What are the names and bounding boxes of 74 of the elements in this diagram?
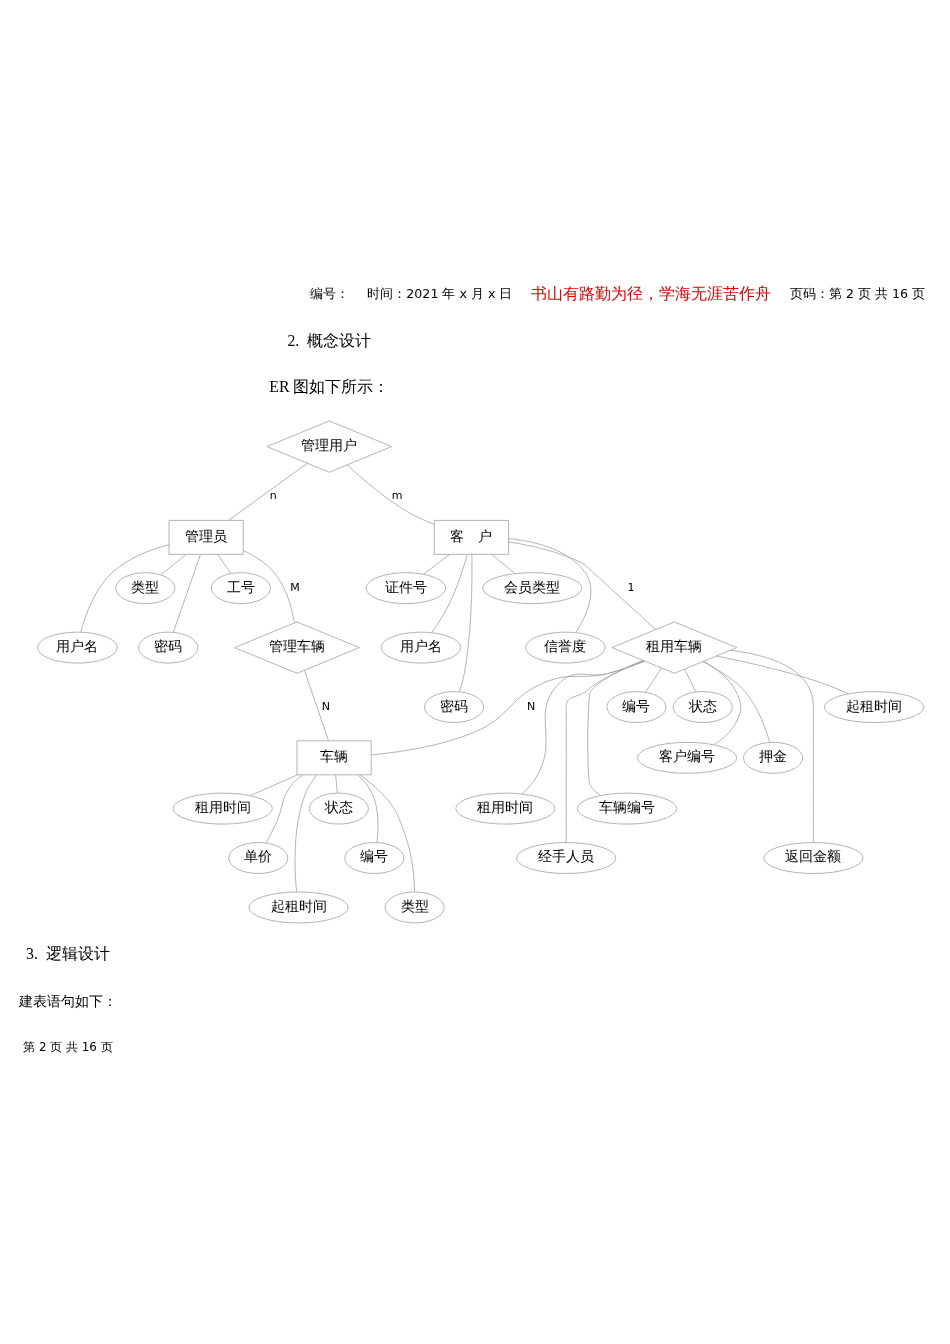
connector (346, 464, 435, 525)
node-box: 管理员 (168, 520, 244, 555)
node-ellipse: 起租时间 (248, 891, 349, 924)
edge-label: N (526, 699, 536, 713)
connector (715, 655, 849, 694)
node-box: 车辆 (296, 740, 372, 776)
connector (431, 554, 468, 633)
node-ellipse: 经手人员 (516, 842, 617, 874)
node-ellipse: 车辆编号 (576, 792, 678, 825)
connector (80, 544, 170, 633)
node-diamond: 租用车辆 (611, 621, 738, 674)
connector (265, 774, 303, 844)
node-ellipse: 起租时间 (824, 691, 925, 723)
connector (294, 774, 318, 893)
node-box: 客 户 (433, 520, 509, 555)
edge-label: M (290, 581, 300, 595)
label: 建表语句如下： (18, 992, 117, 1009)
connector (250, 774, 298, 796)
node-ellipse: 租用时间 (172, 792, 273, 825)
node-ellipse: 密码 (138, 631, 199, 664)
label: 书山有路勤为径，学海无涯苦作舟 (531, 285, 772, 303)
connector (423, 554, 451, 575)
connector (242, 550, 295, 624)
node-ellipse: 状态 (672, 691, 733, 723)
edge-label: N (321, 699, 330, 713)
node-ellipse: 单价 (228, 842, 289, 874)
connector (359, 774, 415, 893)
node-ellipse: 类型 (384, 891, 445, 924)
node-ellipse: 返回金额 (763, 842, 864, 874)
label: 3. 逻辑设计 (26, 945, 110, 963)
connector (491, 554, 516, 574)
connector (335, 774, 338, 794)
node-ellipse: 押金 (743, 741, 804, 774)
connector (508, 538, 592, 633)
connector (217, 554, 232, 574)
connector (587, 660, 644, 796)
connector (565, 660, 644, 843)
node-ellipse: 编号 (606, 691, 667, 723)
connector (160, 554, 187, 576)
node-ellipse: 工号 (210, 572, 271, 605)
connector (702, 661, 771, 743)
node-ellipse: 客户编号 (636, 741, 738, 774)
connector (703, 660, 742, 745)
connector (730, 649, 814, 843)
connector (304, 670, 329, 742)
label: ER 图如下所示： (269, 378, 390, 396)
connector (172, 554, 201, 633)
node-ellipse: 类型 (115, 572, 176, 605)
node-ellipse: 租用时间 (455, 792, 556, 825)
label: 页码：第 2 页 共 16 页 (789, 286, 926, 302)
connector (459, 554, 473, 693)
node-ellipse: 密码 (424, 691, 485, 723)
node-ellipse: 用户名 (380, 631, 462, 664)
node-ellipse: 用户名 (37, 631, 118, 664)
connector (684, 668, 696, 692)
connector (522, 660, 645, 795)
node-ellipse: 编号 (344, 842, 405, 874)
connector (508, 541, 657, 631)
connector (228, 462, 308, 521)
label: 第 2 页 共 16 页 (23, 1040, 113, 1055)
node-ellipse: 信誉度 (525, 631, 606, 664)
node-ellipse: 证件号 (365, 572, 447, 605)
edge-label: n (269, 489, 277, 503)
node-diamond: 管理用户 (266, 420, 393, 473)
node-ellipse: 状态 (308, 792, 369, 825)
label: 2. 概念设计 (287, 331, 372, 349)
node-ellipse: 会员类型 (482, 572, 583, 605)
node-diamond: 管理车辆 (234, 621, 360, 674)
connector (357, 774, 379, 843)
label: 编号： (309, 286, 349, 302)
edge-label: 1 (627, 581, 635, 595)
edge-label: m (391, 489, 403, 503)
connector (645, 667, 662, 693)
label: 时间：2021 年 x 月 x 日 (367, 286, 513, 302)
